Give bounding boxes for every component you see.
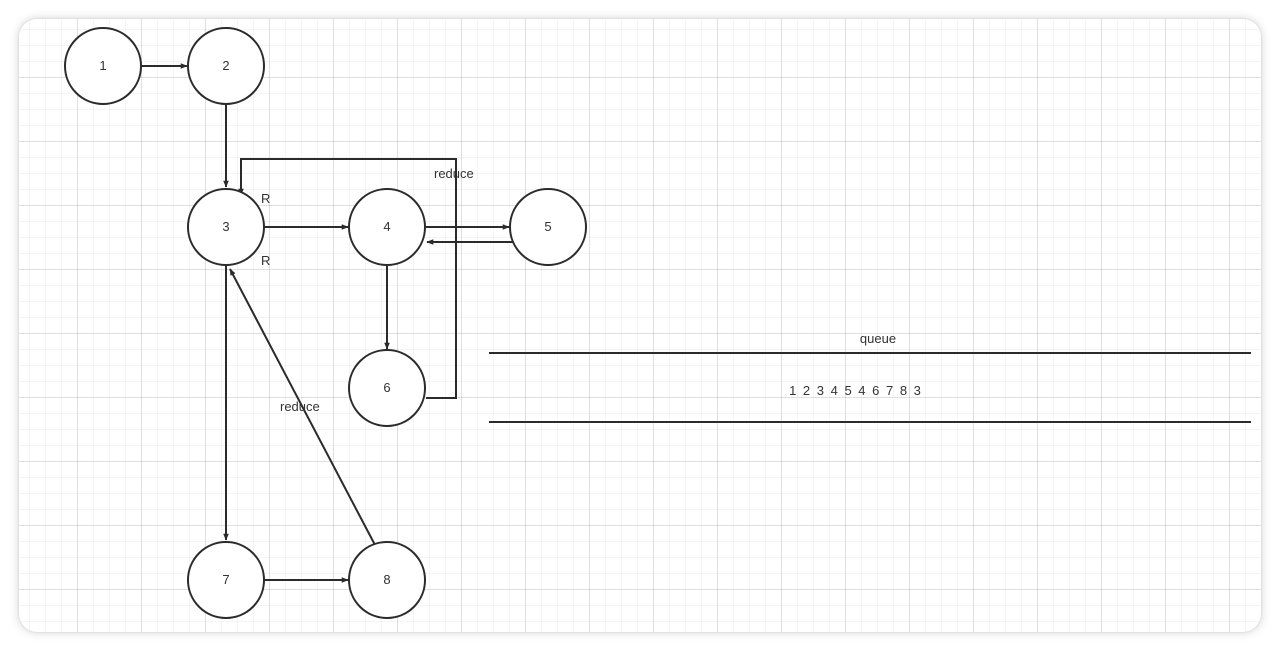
node-8-label: 8 bbox=[383, 572, 390, 587]
node-4-label: 4 bbox=[383, 219, 390, 234]
node-3[interactable]: 3 bbox=[187, 188, 265, 266]
node-8[interactable]: 8 bbox=[348, 541, 426, 619]
node-1[interactable]: 1 bbox=[64, 27, 142, 105]
edge-8-3-reduce bbox=[229, 268, 376, 546]
queue-panel: queue 1 2 3 4 5 4 6 7 8 3 bbox=[489, 331, 1251, 423]
edges bbox=[142, 63, 515, 583]
node-3-label: 3 bbox=[222, 219, 229, 234]
queue-title: queue bbox=[860, 331, 896, 346]
r-label-bottom: R bbox=[261, 253, 270, 268]
node-6[interactable]: 6 bbox=[348, 349, 426, 427]
node-1-label: 1 bbox=[99, 58, 106, 73]
nodes: 1 2 3 4 5 6 7 8 bbox=[64, 27, 587, 619]
edge-5-4 bbox=[426, 239, 515, 245]
queue-sequence: 1 2 3 4 5 4 6 7 8 3 bbox=[789, 383, 921, 398]
node-7-label: 7 bbox=[222, 572, 229, 587]
node-2-label: 2 bbox=[222, 58, 229, 73]
edge-6-3-reduce bbox=[238, 158, 457, 399]
node-5-label: 5 bbox=[544, 219, 551, 234]
node-4[interactable]: 4 bbox=[348, 188, 426, 266]
reduce-label-left: reduce bbox=[280, 399, 320, 414]
r-label-top: R bbox=[261, 191, 270, 206]
reduce-label-top: reduce bbox=[434, 166, 474, 181]
node-6-label: 6 bbox=[383, 380, 390, 395]
annotations: R R reduce reduce bbox=[261, 166, 474, 414]
node-2[interactable]: 2 bbox=[187, 27, 265, 105]
node-7[interactable]: 7 bbox=[187, 541, 265, 619]
node-5[interactable]: 5 bbox=[509, 188, 587, 266]
